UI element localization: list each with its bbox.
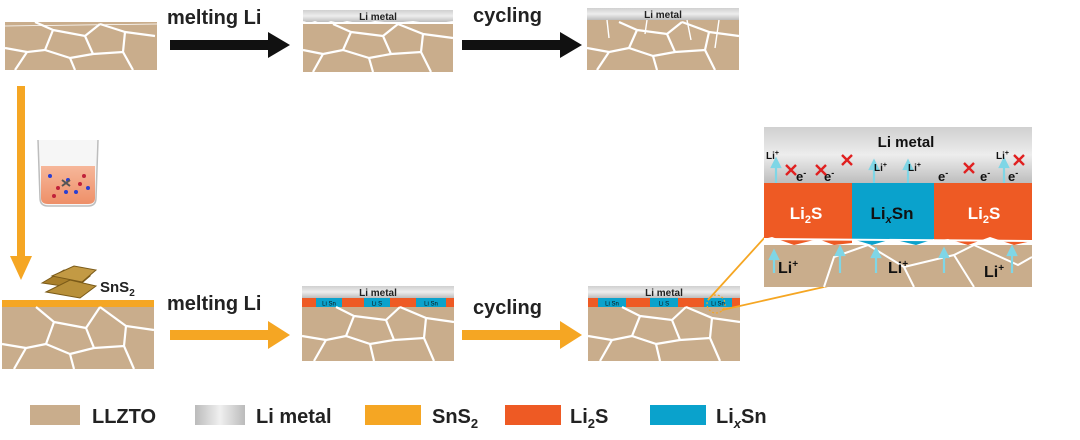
zoom-e-3: e-: [938, 168, 948, 184]
seg-lisn-5b: Li Sn: [424, 302, 438, 308]
arrow-cycling-top: [462, 32, 582, 58]
zoom-lixsn: LixSn: [871, 204, 914, 226]
label-cycling-top: cycling: [473, 5, 542, 27]
legend-swatch-sns2: [365, 405, 421, 425]
seg-li2s-5: Li S: [372, 302, 382, 308]
llzto-block-top-1: [4, 20, 158, 71]
zoom-inset: Li metal Li2S LixSn Li2S Li+ Li+ Li+ Li+: [763, 127, 1033, 288]
zoom-li-plus-top-1: Li+: [766, 150, 779, 162]
legend-swatch-lixsn: [650, 405, 706, 425]
legend-sns2: SnS2: [432, 406, 478, 431]
llzto-interlayer-block-6: Li metal Li Sn Li S Li Sn: [587, 286, 741, 362]
arrow-vertical-orange: [10, 86, 32, 280]
label-li-metal-bottom-6: Li metal: [645, 288, 683, 299]
zoom-li-plus-top-2: Li+: [874, 162, 887, 174]
llzto-interlayer-block-5: Li metal Li Sn Li S Li Sn: [301, 286, 455, 362]
li-ion-arrows: [768, 156, 1018, 273]
arrow-melting-li-bottom: [170, 321, 290, 349]
zoom-e-4: e-: [980, 168, 990, 184]
legend-lixsn: LixSn: [716, 406, 767, 431]
beaker-icon: [37, 139, 99, 207]
sns2-flakes: [40, 265, 98, 299]
arrow-cycling-bottom: [462, 321, 582, 349]
zoom-e-2: e-: [824, 168, 834, 184]
legend-swatch-llzto: [30, 405, 80, 425]
seg-lisn-5a: Li Sn: [322, 302, 336, 308]
blocked-electrons: e- e- e- e- e-: [785, 154, 1025, 184]
arrow-melting-li-top: [170, 32, 290, 58]
label-li-metal-bottom-5: Li metal: [359, 288, 397, 299]
seg-lisn-6b: Li Sn: [711, 302, 725, 308]
zoom-li-plus-3: Li+: [984, 263, 1004, 281]
llzto-li-block-top-3: Li metal: [586, 8, 740, 71]
zoom-li-metal-label: Li metal: [878, 134, 935, 151]
zoom-line-top: [707, 235, 767, 301]
legend: LLZTO Li metal SnS2 Li2S LixSn: [30, 405, 767, 431]
seg-lisn-6a: Li Sn: [605, 302, 619, 308]
legend-swatch-li2s: [505, 405, 561, 425]
cross-icons: [785, 154, 1025, 176]
zoom-li-plus-1: Li+: [778, 259, 798, 277]
zoom-li2s-left: Li2S: [790, 204, 823, 226]
label-melting-li-top: melting Li: [167, 7, 261, 29]
zoom-li-plus-top-4: Li+: [996, 150, 1009, 162]
zoom-li-plus-top-3: Li+: [908, 162, 921, 174]
llzto-sns2-block: [1, 300, 155, 370]
zoom-e-1: e-: [796, 168, 806, 184]
label-li-metal-top-3: Li metal: [644, 10, 682, 21]
label-cycling-bottom: cycling: [473, 297, 542, 319]
zoom-e-5: e-: [1008, 168, 1018, 184]
legend-li-metal: Li metal: [256, 406, 332, 428]
zoom-li-plus-2: Li+: [888, 259, 908, 277]
label-melting-li-bottom: melting Li: [167, 293, 261, 315]
legend-swatch-li-metal: [195, 405, 245, 425]
llzto-li-block-top-2: Li metal: [302, 10, 454, 73]
zoom-li2s-right: Li2S: [968, 204, 1001, 226]
label-sns2: SnS2: [100, 279, 135, 299]
seg-li2s-6: Li S: [659, 302, 669, 308]
legend-llzto: LLZTO: [92, 406, 156, 428]
label-li-metal-top-2: Li metal: [359, 12, 397, 23]
legend-li2s: Li2S: [570, 406, 608, 431]
